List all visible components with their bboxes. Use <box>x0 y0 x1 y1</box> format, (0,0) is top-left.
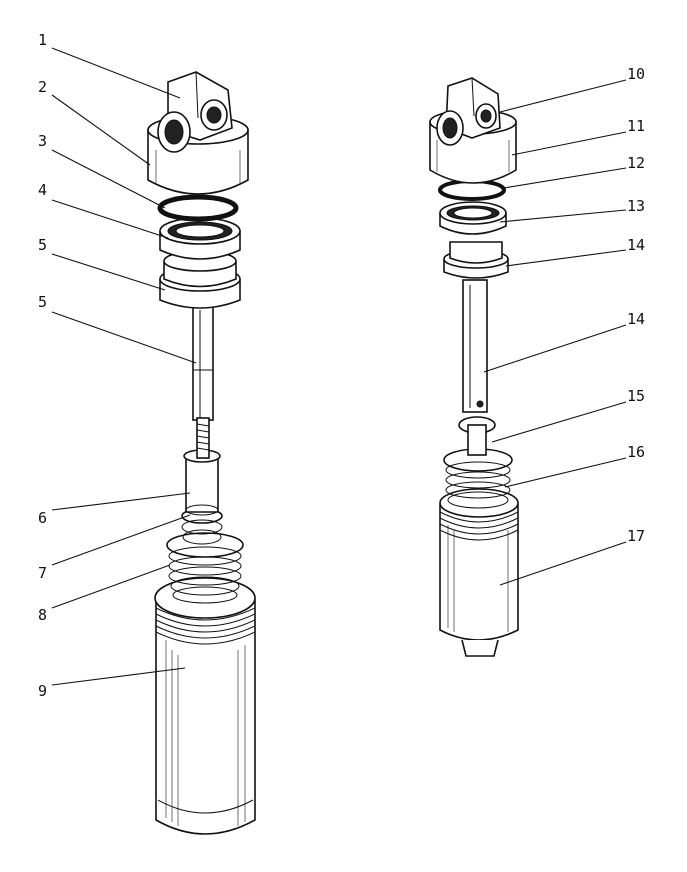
part-8-spring <box>166 532 244 604</box>
callout-12: 12 <box>627 154 645 172</box>
leader-10 <box>499 79 627 113</box>
leader-8 <box>51 564 171 609</box>
leader-6 <box>51 492 191 511</box>
callout-13: 13 <box>627 197 645 215</box>
part-3-o-ring <box>157 194 239 222</box>
leader-3 <box>51 149 166 209</box>
part-6-sleeve <box>183 449 221 516</box>
leader-14a <box>505 249 627 267</box>
leader-1 <box>51 47 181 99</box>
leader-5a <box>51 253 166 291</box>
leader-9 <box>51 667 186 686</box>
leader-17 <box>499 541 627 586</box>
leader-5b <box>51 311 197 364</box>
callout-11: 11 <box>627 117 645 135</box>
part-17-cylinder-body <box>439 488 519 657</box>
leader-14b <box>483 324 627 373</box>
callout-17: 17 <box>627 527 645 545</box>
leader-16 <box>504 457 627 488</box>
callout-6: 6 <box>38 509 47 527</box>
part-10-eye-fitting <box>436 77 501 146</box>
leader-7 <box>51 514 191 566</box>
callout-7: 7 <box>38 564 47 582</box>
part-16-spring <box>443 448 513 509</box>
leader-4 <box>51 199 169 239</box>
callout-14b: 14 <box>627 310 645 328</box>
callout-5a: 5 <box>38 236 47 254</box>
callout-8: 8 <box>38 606 47 624</box>
part-5-rod <box>192 304 214 459</box>
callout-3: 3 <box>38 132 47 150</box>
callout-labels: 1 2 3 4 5 5 6 7 8 9 10 11 12 13 14 14 15… <box>38 31 645 700</box>
callout-9: 9 <box>38 682 47 700</box>
callout-16: 16 <box>627 443 645 461</box>
left-assembly <box>147 71 256 835</box>
leader-lines <box>51 47 627 686</box>
callout-15: 15 <box>627 387 645 405</box>
part-9-cylinder-body <box>154 577 256 835</box>
leader-11 <box>511 131 627 156</box>
callout-4: 4 <box>38 181 47 199</box>
part-1-eye-fitting <box>157 71 233 153</box>
part-15-ring <box>458 416 496 456</box>
part-13-seal-ring <box>439 201 507 235</box>
part-14-rod <box>462 279 488 413</box>
right-assembly <box>429 77 519 657</box>
callout-14a: 14 <box>627 236 645 254</box>
part-4-seal-ring <box>159 217 241 260</box>
callout-10: 10 <box>627 65 645 83</box>
callout-2: 2 <box>38 78 47 96</box>
leader-13 <box>499 209 627 223</box>
leader-12 <box>503 167 627 189</box>
leader-2 <box>51 94 151 166</box>
callout-5b: 5 <box>38 293 47 311</box>
leader-15 <box>491 401 627 443</box>
part-14-head <box>443 241 509 279</box>
callout-1: 1 <box>38 31 47 49</box>
